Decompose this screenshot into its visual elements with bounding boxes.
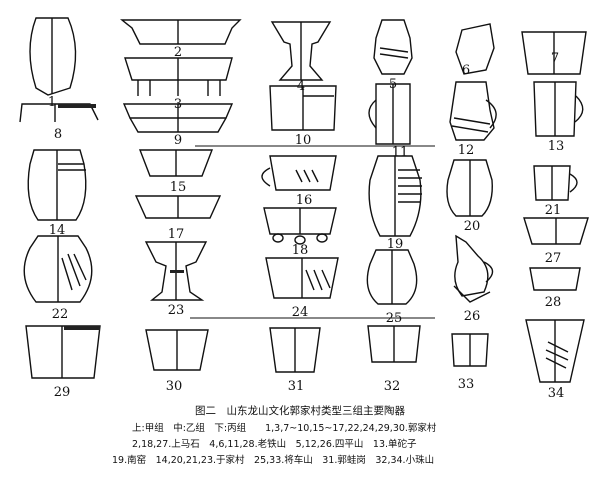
- vessel-18-label: 18: [292, 243, 309, 258]
- vessel-15-label: 15: [170, 180, 187, 195]
- vessel-28-label: 28: [545, 295, 562, 310]
- figure-legend-line-2: 2,18,27.上马石 4,6,11,28.老铁山 5,12,26.四平山 13…: [132, 439, 417, 450]
- vessel-9-label: 9: [174, 133, 182, 148]
- vessel-1-label: 1: [48, 95, 56, 110]
- vessel-22-drawing: [23, 235, 93, 303]
- vessel-25-drawing: [366, 249, 418, 305]
- vessel-10-drawing: [269, 85, 337, 131]
- vessel-5-label: 5: [389, 77, 397, 92]
- vessel-24-label: 24: [292, 305, 309, 320]
- vessel-23-drawing: [144, 241, 208, 301]
- vessel-20-drawing: [446, 159, 493, 217]
- vessel-21-label: 21: [545, 203, 562, 218]
- vessel-19-drawing: [368, 155, 422, 237]
- vessel-21-drawing: [533, 165, 578, 201]
- vessel-6-drawing: [455, 23, 495, 75]
- vessel-17-drawing: [134, 195, 222, 219]
- vessel-1-drawing: [29, 17, 77, 96]
- vessel-13-label: 13: [548, 139, 565, 154]
- vessel-7-label: 7: [551, 51, 559, 66]
- figure-title: 图二 山东龙山文化郭家村类型三组主要陶器: [195, 405, 405, 417]
- vessel-8-drawing: [19, 103, 99, 123]
- vessel-26-label: 26: [464, 309, 481, 324]
- vessel-33-drawing: [451, 333, 489, 367]
- vessel-31-label: 31: [288, 379, 305, 394]
- vessel-32-drawing: [367, 325, 421, 363]
- vessel-16-drawing: [261, 155, 337, 191]
- vessel-4-label: 4: [297, 79, 305, 94]
- vessel-34-label: 34: [548, 386, 565, 400]
- vessel-14-drawing: [27, 149, 87, 221]
- vessel-16-label: 16: [296, 193, 313, 208]
- vessel-11-drawing: [368, 83, 411, 145]
- vessel-28-drawing: [529, 267, 581, 291]
- vessel-10-label: 10: [295, 133, 312, 148]
- vessel-2-label: 2: [174, 45, 182, 60]
- vessel-31-drawing: [269, 327, 321, 373]
- vessel-18-drawing: [263, 207, 337, 245]
- vessel-30-label: 30: [166, 379, 183, 394]
- vessel-2-drawing: [120, 19, 242, 45]
- vessel-12-drawing: [449, 81, 497, 141]
- vessel-32-label: 32: [384, 379, 401, 394]
- vessel-9-drawing: [122, 103, 234, 133]
- vessel-13-drawing: [533, 81, 584, 137]
- vessel-3-label: 3: [174, 97, 182, 112]
- vessel-33-label: 33: [458, 377, 475, 392]
- vessel-27-drawing: [523, 217, 589, 245]
- vessel-3-drawing: [124, 57, 233, 96]
- vessel-24-drawing: [265, 257, 339, 299]
- figure-legend-line-1: 上:甲组 中:乙组 下:丙组 1,3,7~10,15~17,22,24,29,3…: [132, 423, 437, 434]
- vessel-17-label: 17: [168, 227, 185, 242]
- vessel-29-label: 29: [54, 385, 71, 400]
- vessel-15-drawing: [138, 149, 214, 177]
- vessel-4-drawing: [270, 21, 332, 81]
- vessel-12-label: 12: [458, 143, 475, 158]
- vessel-14-label: 14: [49, 223, 66, 238]
- vessel-20-label: 20: [464, 219, 481, 234]
- vessel-30-drawing: [145, 329, 209, 371]
- vessel-26-drawing: [453, 234, 494, 303]
- pottery-plate: 1 2 3 4 5 6 7 8 9 10 11 12 13 14 15 16 1…: [19, 17, 589, 400]
- vessel-22-label: 22: [52, 307, 69, 322]
- figure-legend-line-3: 19.南窑 14,20,21,23.于家村 25,33.将车山 31.郭蛙岗 3…: [112, 455, 435, 466]
- vessel-8-label: 8: [54, 127, 62, 142]
- vessel-25-label: 25: [386, 311, 403, 326]
- vessel-6-label: 6: [462, 63, 470, 78]
- vessel-5-drawing: [373, 19, 413, 75]
- vessel-34-drawing: [525, 319, 585, 383]
- vessel-23-label: 23: [168, 303, 185, 318]
- vessel-11-label: 11: [392, 145, 409, 160]
- vessel-7-drawing: [521, 31, 587, 75]
- vessel-27-label: 27: [545, 251, 562, 266]
- vessel-29-drawing: [25, 325, 101, 379]
- vessel-19-label: 19: [387, 237, 404, 252]
